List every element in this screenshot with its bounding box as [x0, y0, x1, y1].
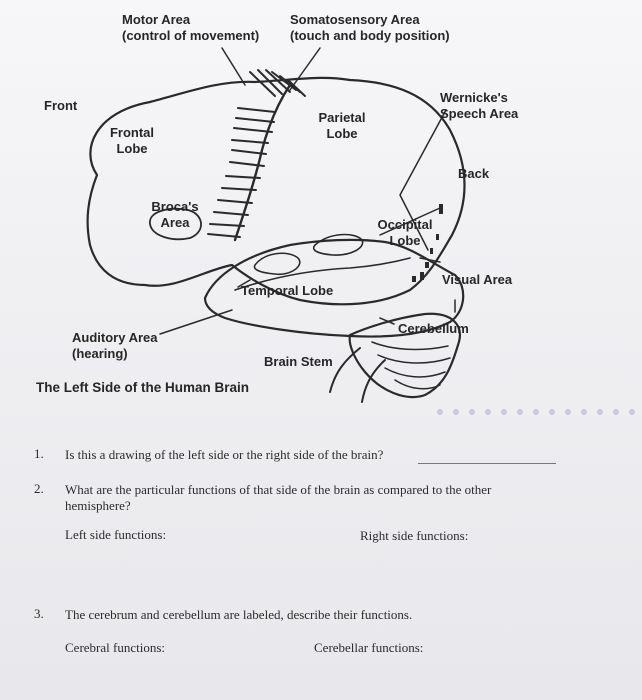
diagram-caption: The Left Side of the Human Brain [36, 380, 250, 395]
cerebellum-folds [371, 299, 456, 390]
temporal-lobe-label: Temporal Lobe [241, 283, 334, 298]
cerebellum-outline [348, 312, 461, 399]
brain-diagram [86, 47, 635, 415]
right-side-functions-label: Right side functions: [360, 528, 469, 543]
leader-lines [159, 47, 447, 335]
question-2-text: What are the particular functions of tha… [65, 482, 492, 513]
question-1-text: Is this a drawing of the left side or th… [65, 447, 384, 462]
parietal-lobe-label: Parietal Lobe [318, 110, 366, 141]
occipital-lobe-label: Occipital Lobe [377, 217, 433, 248]
brocas-area-label: Broca's Area [151, 199, 199, 230]
question-1-number: 1. [34, 446, 44, 461]
temporal-lobe-outline [203, 238, 465, 338]
brocas-oval [149, 207, 202, 241]
wernickes-area-label: Wernicke's Speech Area [440, 90, 519, 121]
left-side-functions-label: Left side functions: [65, 527, 167, 542]
question-2-number: 2. [34, 481, 44, 496]
temporal-loop-1 [253, 252, 301, 276]
auditory-area-label: Auditory Area (hearing) [72, 330, 158, 361]
brain-stem [329, 347, 386, 403]
temporal-loop-2 [313, 233, 364, 256]
somatosensory-area-label: Somatosensory Area (touch and body posit… [290, 12, 450, 43]
cerebral-functions-label: Cerebral functions: [65, 640, 165, 655]
frontal-lobe-label: Frontal Lobe [109, 125, 155, 156]
cerebellar-functions-label: Cerebellar functions: [314, 640, 424, 655]
temporal-fold [234, 257, 411, 291]
front-label: Front [44, 98, 78, 113]
cerebellum-label: Cerebellum [398, 321, 469, 336]
brain-stem-label: Brain Stem [264, 354, 333, 369]
question-3-number: 3. [34, 606, 44, 621]
visual-area-label: Visual Area [442, 272, 513, 287]
back-label: Back [458, 166, 490, 181]
visual-area-marks [412, 204, 443, 282]
question-3-text: The cerebrum and cerebellum are labeled,… [65, 607, 413, 622]
faint-dot-row [437, 409, 635, 415]
motor-area-label: Motor Area (control of movement) [122, 12, 260, 43]
sulcus-hatches [207, 69, 306, 238]
question-1-answer-line [418, 463, 556, 464]
cerebrum-outline [86, 76, 466, 306]
